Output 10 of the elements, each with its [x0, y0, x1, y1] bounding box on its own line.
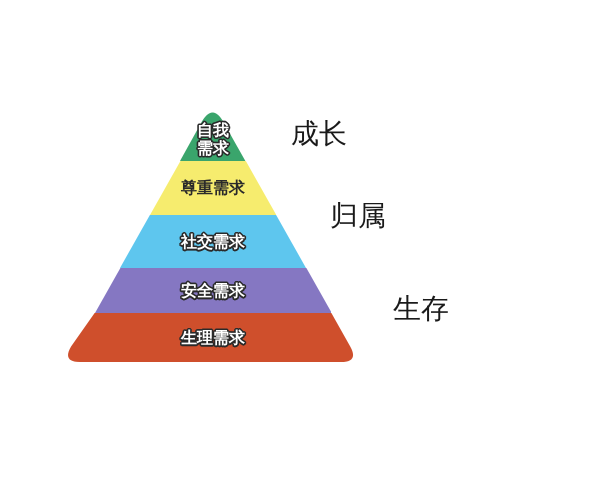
pyramid-tier [150, 161, 276, 215]
tier-label: 社交需求 [180, 232, 246, 250]
tier-label: 生理需求 [180, 328, 246, 346]
side-label: 成长 [291, 119, 347, 150]
side-label: 生存 [393, 294, 449, 325]
tier-label: 尊重需求 [180, 179, 246, 197]
tier-label: 安全需求 [180, 282, 246, 300]
pyramid-tier [120, 215, 306, 268]
side-label: 归属 [330, 201, 386, 232]
pyramid-tier [94, 268, 332, 313]
